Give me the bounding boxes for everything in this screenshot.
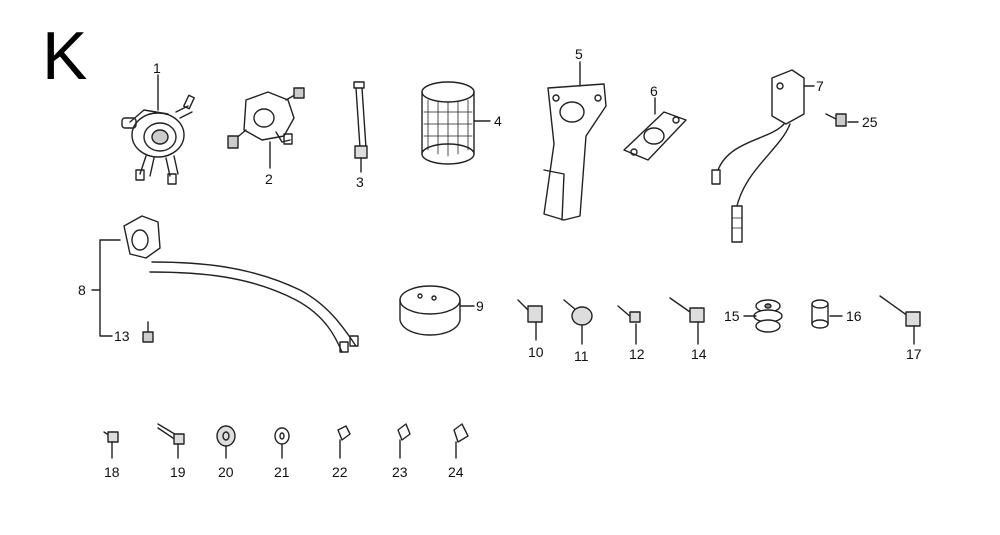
callout-14: 14 xyxy=(691,346,707,362)
callout-9: 9 xyxy=(476,298,484,314)
part-20-nut xyxy=(216,425,236,447)
callout-18: 18 xyxy=(104,464,120,480)
leader-line-8 xyxy=(99,239,121,337)
callout-19: 19 xyxy=(170,464,186,480)
part-5-mounting-bracket xyxy=(543,83,607,221)
part-13-small-bolt xyxy=(142,321,154,343)
callout-7: 7 xyxy=(816,78,824,94)
callout-1: 1 xyxy=(153,60,161,76)
callout-23: 23 xyxy=(392,464,408,480)
part-16-collar xyxy=(811,299,829,329)
part-9-cap xyxy=(399,285,461,336)
part-24-pin xyxy=(453,423,469,443)
callout-4: 4 xyxy=(494,113,502,129)
callout-6: 6 xyxy=(650,83,658,99)
callout-2: 2 xyxy=(265,171,273,187)
part-14-flange-bolt xyxy=(669,297,705,323)
callout-12: 12 xyxy=(629,346,645,362)
part-7-ignition-module xyxy=(711,69,805,243)
callout-17: 17 xyxy=(906,346,922,362)
part-6-gasket xyxy=(623,111,687,161)
part-3-long-bolt xyxy=(353,81,368,159)
part-25-small-flange-bolt xyxy=(825,113,847,127)
part-15-rubber-mount xyxy=(753,299,783,333)
callout-13: 13 xyxy=(114,328,130,344)
part-12-bolt xyxy=(617,305,641,323)
callout-11: 11 xyxy=(574,348,589,364)
part-18-small-screw xyxy=(103,431,119,443)
callout-20: 20 xyxy=(218,464,234,480)
callout-3: 3 xyxy=(356,174,364,190)
part-21-washer xyxy=(274,427,290,445)
part-23-pin xyxy=(397,423,411,441)
part-19-long-screw xyxy=(157,423,185,445)
callout-25: 25 xyxy=(862,114,878,130)
callout-22: 22 xyxy=(332,464,348,480)
section-letter: K xyxy=(42,18,88,94)
callout-16: 16 xyxy=(846,308,862,324)
part-2-fuel-valve xyxy=(227,87,305,149)
part-11-screw-with-washer xyxy=(563,299,593,326)
part-4-fuel-strainer xyxy=(421,81,475,165)
callout-5: 5 xyxy=(575,46,583,62)
callout-24: 24 xyxy=(448,464,464,480)
callout-8: 8 xyxy=(78,282,86,298)
part-22-pin xyxy=(337,425,351,441)
part-1-fuel-pump xyxy=(121,94,195,185)
callout-15: 15 xyxy=(724,308,740,324)
part-8-cable-assembly xyxy=(123,215,359,353)
callout-21: 21 xyxy=(274,464,290,480)
part-10-flange-bolt xyxy=(517,299,543,323)
callout-10: 10 xyxy=(528,344,544,360)
part-17-flange-bolt xyxy=(879,295,921,327)
